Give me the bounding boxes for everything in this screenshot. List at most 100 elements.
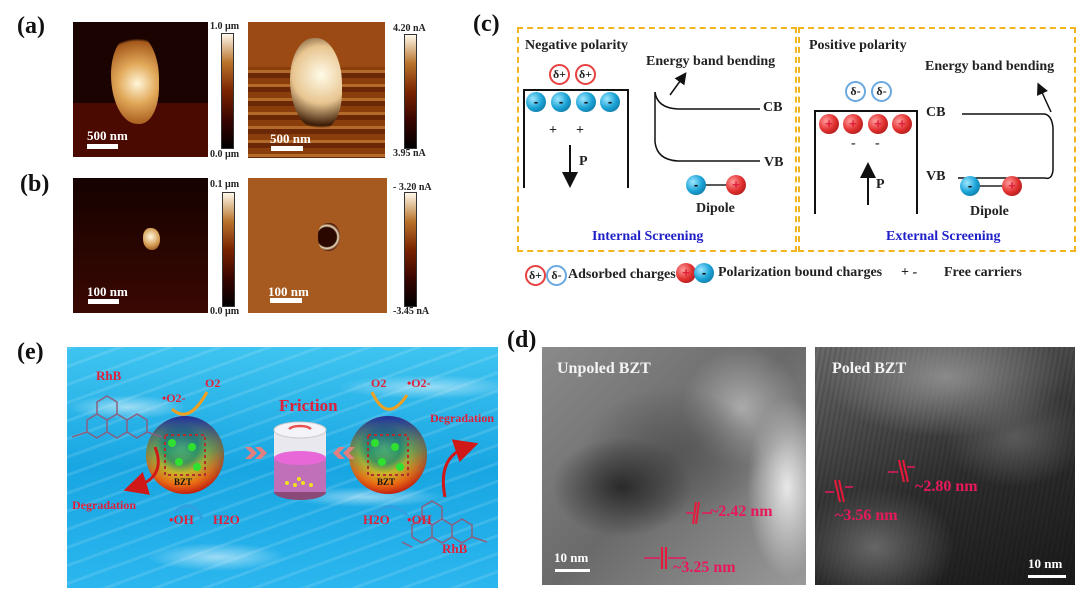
colorbar-min: 0.0 µm [210, 306, 240, 317]
legend-ball-positive: + [676, 263, 696, 283]
bound-negative-charge: - [526, 92, 546, 112]
band-bending-title: Energy band bending [646, 54, 776, 69]
legend-free-symbols: + - [901, 265, 918, 280]
positive-polarity-title: Positive polarity [809, 38, 907, 53]
afm-height-image-a: 500 nm [73, 22, 208, 157]
free-carrier: + [576, 123, 584, 138]
photocatalysis-illustration [71, 391, 488, 548]
scale-bar [555, 569, 590, 572]
free-carrier: - [851, 136, 856, 151]
scale-bar-label: 10 nm [554, 550, 589, 565]
degradation-arrow-left [123, 446, 160, 495]
friction-label: Friction [279, 396, 338, 415]
water-right: H2O [363, 512, 390, 527]
water-background-image: RhB •O2- O2 BZT Degradation •OH H2O Fric… [67, 347, 498, 588]
tem-image-unpoled: Unpoled BZT ~2.42 nm ~3.25 nm 10 nm [542, 347, 806, 585]
bound-positive-charge: + [819, 114, 839, 134]
unpoled-title: Unpoled BZT [557, 360, 651, 377]
degradation-arrow-right [441, 439, 479, 498]
dipole-negative: - [686, 175, 706, 195]
dipole-positive: + [726, 175, 746, 195]
panel-c-label: (c) [473, 11, 500, 37]
friction-cylinder-icon [273, 421, 327, 500]
external-screening-label: External Screening [886, 229, 1001, 244]
well-bracket [814, 110, 918, 214]
bzt-label-left: BZT [174, 477, 193, 487]
afm-current-image-a: 500 nm [248, 22, 385, 158]
colorbar-max: 1.0 µm [210, 21, 240, 32]
degradation-label-left: Degradation [72, 498, 136, 512]
colorbar-min: 3.95 nA [393, 148, 426, 159]
panel-d-label: (d) [507, 327, 537, 353]
bound-negative-charge: - [551, 92, 571, 112]
bound-negative-charge: - [576, 92, 596, 112]
rhb-molecule-right [401, 500, 488, 548]
hydroxyl-radical-left: •OH [169, 512, 194, 527]
vb-label: VB [764, 155, 784, 170]
bound-negative-charge: - [600, 92, 620, 112]
oh-reaction-arrow-left [174, 504, 204, 520]
vb-label: VB [926, 169, 946, 184]
band-bending-arrow [669, 72, 687, 96]
adsorbed-positive-charge: δ+ [549, 64, 570, 85]
positive-polarity-box [798, 27, 1076, 252]
scale-bar-label: 100 nm [87, 284, 128, 299]
lattice-spacing-label: ~3.56 nm [835, 507, 898, 524]
legend-free-carriers: Free carriers [944, 265, 1022, 280]
panel-e-label: (e) [17, 339, 44, 365]
colorbar-max: 0.1 µm [210, 179, 240, 190]
oxygen-right: O2 [371, 376, 387, 390]
colorbar-max: 4.20 nA [393, 23, 426, 34]
colorbar-height-a [221, 33, 234, 149]
rhb-molecule-left [71, 395, 163, 439]
bzt-label-right: BZT [377, 477, 396, 487]
scale-bar-label: 500 nm [87, 128, 128, 143]
colorbar-current-b [404, 192, 417, 307]
afm-current-image-b: 100 nm [248, 178, 387, 313]
dipole-label: Dipole [696, 201, 735, 216]
vb-line [654, 92, 760, 162]
free-carrier: + [549, 123, 557, 138]
adsorbed-positive-charge: δ+ [575, 64, 596, 85]
colorbar-height-b [222, 192, 235, 307]
legend-delta-negative: δ- [546, 265, 567, 286]
dipole-label: Dipole [970, 204, 1009, 219]
adsorbed-negative-charge: δ- [871, 81, 892, 102]
rhb-label-right: RhB [442, 541, 468, 556]
internal-screening-label: Internal Screening [592, 229, 704, 244]
negative-polarity-title: Negative polarity [525, 38, 629, 53]
legend-ball-negative: - [694, 263, 714, 283]
scale-bar [1028, 575, 1066, 578]
dipole-positive: + [1002, 176, 1022, 196]
panel-a-label: (a) [17, 13, 45, 39]
scale-bar-label: 100 nm [268, 284, 309, 299]
colorbar-max: - 3.20 nA [393, 182, 432, 193]
afm-height-image-b: 100 nm [73, 178, 208, 313]
legend-polarization-bound-charges: Polarization bound charges [718, 265, 883, 280]
rhb-label-left: RhB [96, 368, 122, 383]
cb-label: CB [926, 105, 946, 120]
legend-delta-positive: δ+ [525, 265, 546, 286]
lattice-spacing-label: ~2.80 nm [915, 478, 978, 495]
chevron-left-icon [245, 447, 267, 459]
scale-bar [88, 299, 119, 304]
band-bending-arrow [1037, 82, 1052, 113]
scale-bar [271, 146, 303, 151]
degradation-label-right: Degradation [430, 411, 494, 425]
scale-bar [270, 298, 302, 303]
lattice-markers [825, 459, 915, 503]
free-carrier: - [875, 136, 880, 151]
superoxide-radical-left: •O2- [162, 391, 186, 405]
colorbar-min: 0.0 µm [210, 149, 240, 160]
polarization-label: P [579, 154, 588, 169]
hydroxyl-radical-right: •OH [407, 512, 432, 527]
cb-label: CB [763, 100, 783, 115]
polarization-label: P [876, 177, 885, 192]
colorbar-min: -3.45 nA [393, 306, 430, 317]
superoxide-radical-right: •O2- [407, 376, 431, 390]
panel-b-label: (b) [20, 171, 50, 197]
bound-positive-charge: + [892, 114, 912, 134]
o2-reaction-arrow-left [170, 391, 209, 416]
dipole-negative: - [960, 176, 980, 196]
